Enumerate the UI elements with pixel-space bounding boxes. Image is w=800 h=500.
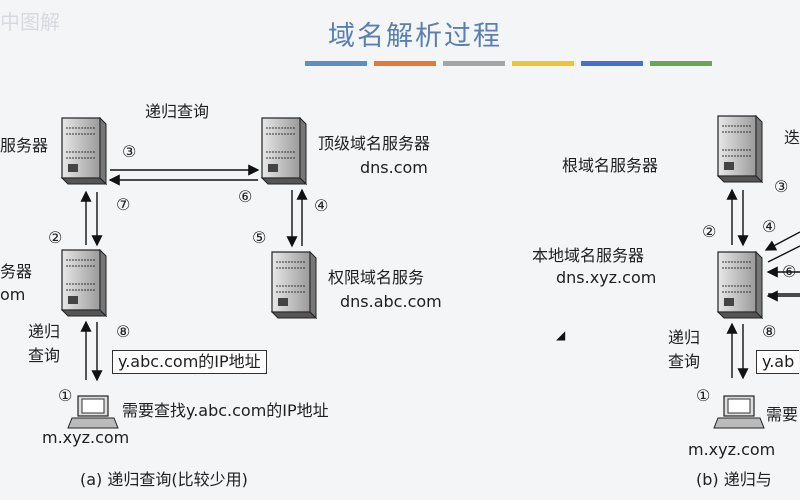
- step-3: ③: [122, 142, 137, 161]
- right-recursive-query-line2: 查询: [668, 352, 701, 371]
- right-local-server-icon: [717, 251, 763, 319]
- right-local-server-label: 本地域名服务器: [532, 246, 645, 265]
- right-step-4: ④: [762, 217, 777, 236]
- right-root-server-label: 根域名服务器: [562, 156, 659, 175]
- top-level-server-icon: [261, 117, 307, 185]
- right-top-cut-text: 迭: [784, 128, 800, 147]
- host-name: m.xyz.com: [42, 428, 130, 447]
- slide-title: 域名解析过程: [328, 21, 502, 52]
- authoritative-server-icon: [271, 251, 317, 319]
- title-color-bar: [512, 61, 574, 66]
- right-host-name: m.xyz.com: [688, 440, 776, 459]
- step-8: ⑧: [116, 322, 131, 341]
- local-server-icon: [61, 249, 107, 317]
- recursive-query-left-line1: 递归: [28, 322, 61, 341]
- right-root-server-icon: [717, 115, 763, 183]
- right-step-8: ⑧: [762, 322, 777, 341]
- top-level-server-label: 顶级域名服务器: [318, 134, 431, 153]
- step-1: ①: [58, 386, 73, 405]
- right-answer-box-cut: y.ab: [756, 350, 800, 374]
- title-color-bar: [443, 61, 505, 66]
- watermark: 中图解: [0, 10, 60, 34]
- answer-box: y.abc.com的IP地址: [112, 350, 267, 374]
- caption-b-cut: (b) 递归与: [696, 470, 772, 489]
- right-step-1: ①: [696, 386, 711, 405]
- local-server-host: om: [0, 285, 26, 304]
- right-local-server-host: dns.xyz.com: [556, 268, 657, 287]
- mouse-cursor-icon: ◢: [556, 328, 566, 342]
- caption-a: (a) 递归查询(比较少用): [80, 470, 248, 489]
- step-4: ④: [314, 196, 329, 215]
- title-color-bar: [305, 61, 367, 66]
- step-6: ⑥: [238, 187, 253, 206]
- title-color-bars: [305, 61, 712, 66]
- host-computer-icon: [67, 395, 119, 429]
- title-color-bar: [374, 61, 436, 66]
- recursive-query-left-line2: 查询: [28, 346, 61, 365]
- title-color-bar: [581, 61, 643, 66]
- local-server-label: 务器: [0, 262, 33, 281]
- root-server-icon: [61, 117, 107, 185]
- top-level-server-host: dns.com: [360, 158, 428, 177]
- title-color-bar: [650, 61, 712, 66]
- right-step-6: ⑥: [782, 262, 797, 281]
- step-5: ⑤: [252, 228, 267, 247]
- right-step-3: ③: [774, 177, 789, 196]
- authoritative-server-label: 权限域名服务: [328, 268, 425, 287]
- right-arrow-diag-2: [767, 245, 800, 263]
- host-request-text: 需要查找y.abc.com的IP地址: [122, 401, 329, 420]
- right-host-computer-icon: [713, 395, 765, 429]
- right-step-2: ②: [702, 222, 717, 241]
- step-7: ⑦: [116, 195, 131, 214]
- right-host-request-cut: 需要: [766, 405, 799, 424]
- root-server-label: 服务器: [0, 136, 49, 155]
- right-recursive-query-line1: 递归: [668, 328, 701, 347]
- authoritative-server-host: dns.abc.com: [340, 292, 442, 311]
- step-2: ②: [48, 228, 63, 247]
- recursive-query-top-label: 递归查询: [145, 102, 210, 121]
- right-arrow-diag-1: [764, 231, 800, 251]
